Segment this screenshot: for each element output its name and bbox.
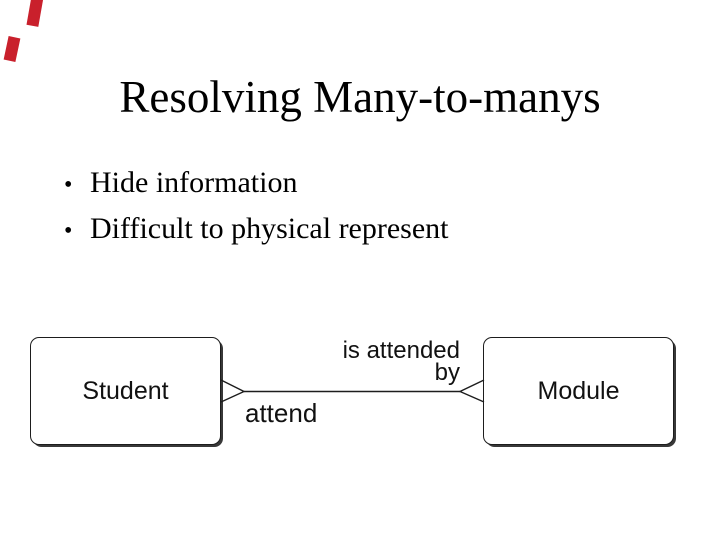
crow-foot-right-icon (458, 379, 485, 403)
relationship-label-line2: by (434, 359, 460, 386)
relationship-label-line1: is attended (342, 337, 460, 364)
entity-module: Module (483, 337, 674, 445)
bullet-item: • Difficult to physical represent (64, 206, 684, 252)
bullet-dot-icon: • (64, 218, 73, 244)
red-ink-mark-left (3, 36, 21, 62)
relationship-label-attend: attend (245, 398, 318, 428)
bullet-list: • Hide information • Difficult to physic… (64, 160, 684, 252)
entity-student: Student (30, 337, 221, 445)
bullet-dot-icon: • (64, 172, 73, 198)
bullet-item: • Hide information (64, 160, 684, 206)
relationship-label-is-attended-by: is attended by (298, 337, 460, 386)
entity-module-label: Module (537, 376, 620, 405)
entity-student-label: Student (82, 376, 169, 405)
red-ink-mark-top (26, 0, 44, 27)
crow-foot-left-icon (220, 379, 246, 403)
slide-title: Resolving Many-to-manys (119, 72, 601, 122)
bullet-text: Hide information (90, 166, 298, 199)
bullet-text: Difficult to physical represent (90, 212, 449, 245)
